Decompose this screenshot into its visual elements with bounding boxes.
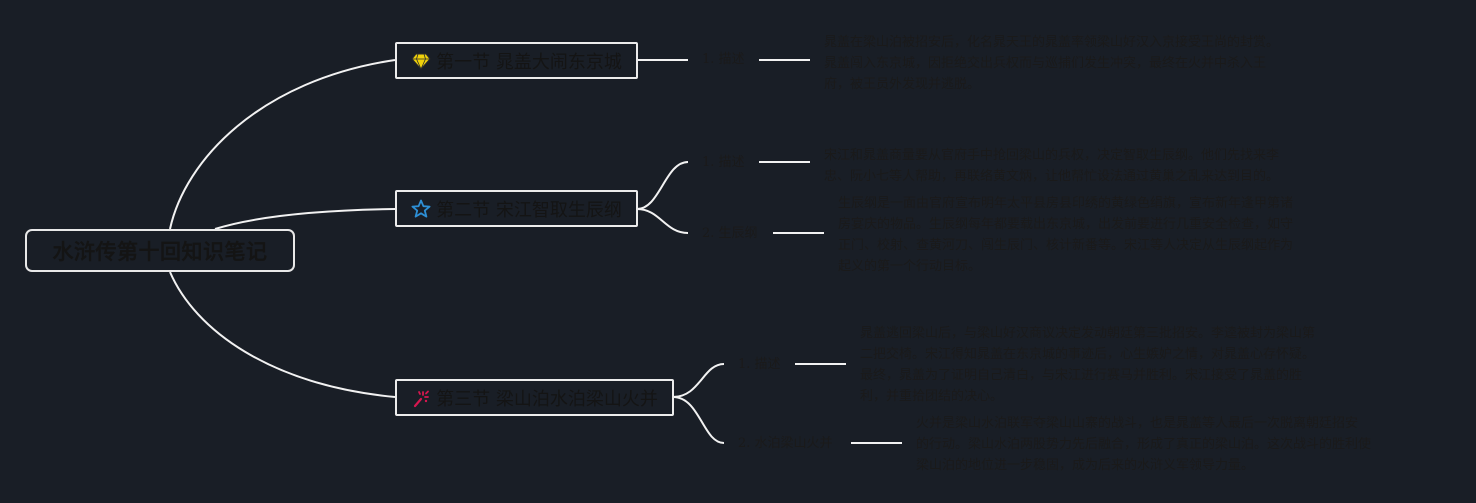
root-topic[interactable]: 水浒传第十回知识笔记 bbox=[25, 229, 295, 272]
note-text: 火并是梁山水泊联军夺梁山山寨的战斗，也是晁盖等人最后一次脱离朝廷招安 的行动。梁… bbox=[916, 413, 1426, 476]
star-icon bbox=[411, 199, 431, 219]
note-line: 利，并重拾团结的决心。 bbox=[860, 389, 1004, 404]
note-line: 生辰纲是一面由官府宣布明年太平县房县印绣的黄绿色绢旗，宣布新年逢甲第诸 bbox=[838, 196, 1294, 211]
subtopic-label[interactable]: 2. 水泊梁山火并 bbox=[738, 436, 833, 451]
note-line: 火并是梁山水泊联军夺梁山山寨的战斗，也是晁盖等人最后一次脱离朝廷招安 bbox=[916, 416, 1359, 431]
topic-label: 第一节 晁盖大闹东京城 bbox=[436, 51, 622, 73]
fireworks-icon bbox=[411, 388, 431, 408]
note-text: 晁盖逃回梁山后，与梁山好汉商议决定发动朝廷第三批招安。李逵被封为梁山第 二把交椅… bbox=[860, 323, 1360, 407]
note-text: 晁盖在梁山泊被招安后，化名晁天王的晁盖率领梁山好汉入京接受王尚的封赏。 晁盖闯入… bbox=[824, 32, 1324, 95]
subtopic-label[interactable]: 1. 描述 bbox=[702, 52, 745, 67]
topic-section-1[interactable]: 第一节 晁盖大闹东京城 bbox=[395, 42, 638, 79]
note-line: 起义的第一个行动目标。 bbox=[838, 259, 982, 274]
topic-label: 第二节 宋江智取生辰纲 bbox=[436, 199, 622, 221]
note-line: 正门、校射、查黄河刀、闯生辰门、核计新番等。宋江等人决定从生辰纲起作为 bbox=[838, 238, 1294, 253]
diamond-icon bbox=[411, 51, 431, 71]
topic-label: 第三节 梁山泊水泊梁山火并 bbox=[436, 388, 658, 410]
subtopic-label[interactable]: 2. 生辰纲 bbox=[702, 226, 758, 241]
note-line: 房宴庆的物品。生辰纲每年都要载出东京城，出发前要进行几重安全检查，如守 bbox=[838, 217, 1294, 232]
topic-section-2[interactable]: 第二节 宋江智取生辰纲 bbox=[395, 190, 638, 227]
note-line: 梁山泊的地位进一步稳固，成为后来的水浒义军领导力量。 bbox=[916, 458, 1255, 473]
root-title: 水浒传第十回知识笔记 bbox=[52, 239, 268, 264]
note-line: 的行动。梁山水泊两股势力先后融合，形成了真正的梁山泊。这次战斗的胜利使 bbox=[916, 437, 1372, 452]
note-line: 宋江和晁盖商量要从官府手中抢回梁山的兵权，决定智取生辰纲。他们先找来李 bbox=[824, 148, 1280, 163]
note-line: 晁盖闯入东京城，因拒绝交出兵权而与巡捕们发生冲突，最终在火并中杀入王 bbox=[824, 56, 1267, 71]
note-text: 生辰纲是一面由官府宣布明年太平县房县印绣的黄绿色绢旗，宣布新年逢甲第诸 房宴庆的… bbox=[838, 193, 1338, 277]
note-line: 忠、阮小七等人帮助，再联络黄文炳，让他帮忙设法通过黄巢之乱来达到目的。 bbox=[824, 169, 1280, 184]
note-text: 宋江和晁盖商量要从官府手中抢回梁山的兵权，决定智取生辰纲。他们先找来李 忠、阮小… bbox=[824, 145, 1324, 187]
note-line: 晁盖逃回梁山后，与梁山好汉商议决定发动朝廷第三批招安。李逵被封为梁山第 bbox=[860, 326, 1316, 341]
note-line: 晁盖在梁山泊被招安后，化名晁天王的晁盖率领梁山好汉入京接受王尚的封赏。 bbox=[824, 35, 1280, 50]
note-line: 最终，晁盖为了证明自己清白，与宋江进行赛马并胜利。宋江接受了晁盖的胜 bbox=[860, 368, 1303, 383]
subtopic-label[interactable]: 1. 描述 bbox=[702, 155, 745, 170]
subtopic-label[interactable]: 1. 描述 bbox=[738, 357, 781, 372]
note-line: 府，被王员外发现并逃脱。 bbox=[824, 77, 981, 92]
topic-section-3[interactable]: 第三节 梁山泊水泊梁山火并 bbox=[395, 379, 674, 416]
note-line: 二把交椅。宋江得知晁盖在东京城的事迹后，心生嫉妒之情，对晁盖心存怀疑。 bbox=[860, 347, 1316, 362]
